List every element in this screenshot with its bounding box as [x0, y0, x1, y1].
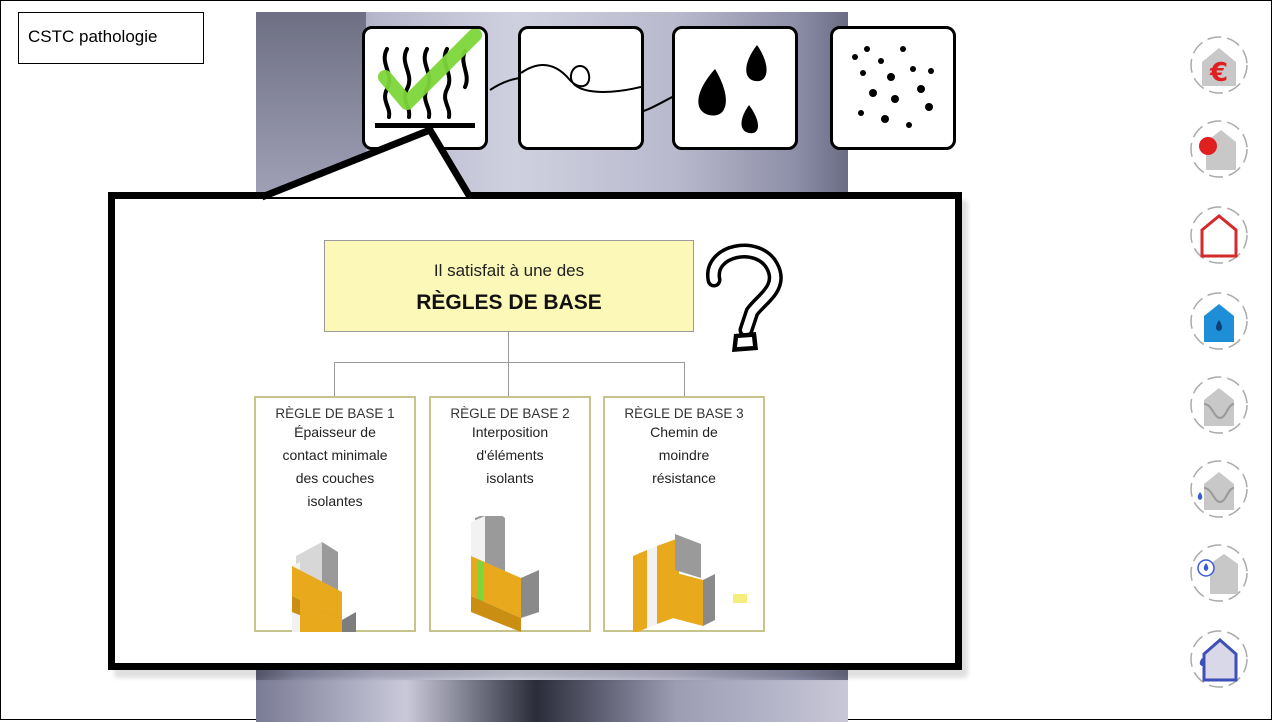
sidebar-house-blue-drop[interactable]: [1188, 290, 1250, 352]
rule-title: RÈGLE DE BASE 1: [275, 406, 395, 421]
house-condensation-drop-icon: [1190, 460, 1248, 518]
tree-connector-stem: [508, 332, 509, 362]
rule-title: RÈGLE DE BASE 2: [450, 406, 570, 421]
heat-waves-check-icon: [375, 28, 482, 128]
tree-connector-right: [684, 362, 685, 396]
house-blue-drop-icon: [1190, 292, 1248, 350]
rule-desc-line: isolants: [486, 470, 534, 486]
insulation-corner-diagram-3: [633, 534, 747, 632]
svg-text:€: €: [1209, 58, 1228, 88]
heading-subtitle: Il satisfait à une des: [433, 261, 585, 280]
sidebar-house-red-dot[interactable]: [1188, 118, 1250, 180]
house-euro-icon: €: [1190, 36, 1248, 94]
insulation-corner-diagram-2: [471, 516, 539, 632]
tree-connector-left: [334, 362, 335, 396]
rule-desc-line: Chemin de: [650, 424, 718, 440]
rain-icon-button[interactable]: [830, 26, 956, 150]
app-title-box: CSTC pathologie: [18, 12, 204, 64]
rule-card-3[interactable]: RÈGLE DE BASE 3 Chemin de moindre résist…: [603, 396, 765, 632]
background-photo-bottom: [256, 680, 848, 722]
sidebar-house-blue-outline[interactable]: [1188, 628, 1250, 690]
rain-icon: [852, 46, 934, 128]
house-condensation-icon: [1190, 376, 1248, 434]
rule-desc-line: Interposition: [471, 424, 549, 440]
sidebar-house-humidity[interactable]: [1188, 542, 1250, 604]
rule-description: Épaisseur de contact minimale des couche…: [256, 421, 414, 513]
house-red-outline-icon: [1190, 206, 1248, 264]
tree-connector-bar: [334, 362, 684, 363]
sidebar-house-condensation-drop[interactable]: [1188, 458, 1250, 520]
rule-card-2[interactable]: RÈGLE DE BASE 2 Interposition d'éléments…: [429, 396, 591, 632]
rule-desc-line: Épaisseur de: [294, 424, 376, 440]
rule-description: Chemin de moindre résistance: [605, 421, 763, 490]
sidebar-house-condensation[interactable]: [1188, 374, 1250, 436]
water-drops-icon-button[interactable]: [672, 26, 798, 150]
house-humidity-icon: [1190, 544, 1248, 602]
insulation-corner-diagram-1: [292, 542, 356, 632]
rule-card-1[interactable]: RÈGLE DE BASE 1 Épaisseur de contact min…: [254, 396, 416, 632]
heading-title: RÈGLES DE BASE: [416, 291, 602, 314]
rule-desc-line: des couches: [295, 470, 375, 486]
question-mark-icon: [706, 243, 783, 352]
app-title: CSTC pathologie: [28, 27, 158, 46]
rule-desc-line: d'éléments: [476, 447, 544, 463]
airflow-icon-button[interactable]: [518, 26, 644, 150]
base-rules-heading-box: Il satisfait à une des RÈGLES DE BASE: [324, 240, 694, 332]
sidebar-house-euro[interactable]: €: [1188, 34, 1250, 96]
rule-desc-line: moindre: [658, 447, 710, 463]
panel-callout-pointer: [260, 125, 474, 201]
rule-description: Interposition d'éléments isolants: [431, 421, 589, 490]
house-red-dot-icon: [1190, 120, 1248, 178]
rule-title: RÈGLE DE BASE 3: [624, 406, 744, 421]
rule-desc-line: isolantes: [307, 493, 363, 509]
house-blue-outline-icon: [1190, 630, 1248, 688]
rule-desc-line: contact minimale: [282, 447, 388, 463]
tree-connector-middle: [508, 362, 509, 396]
water-drops-icon: [698, 45, 767, 134]
air-loop-icon: [520, 64, 642, 93]
sidebar-house-red-outline[interactable]: [1188, 204, 1250, 266]
rule-desc-line: résistance: [652, 470, 716, 486]
